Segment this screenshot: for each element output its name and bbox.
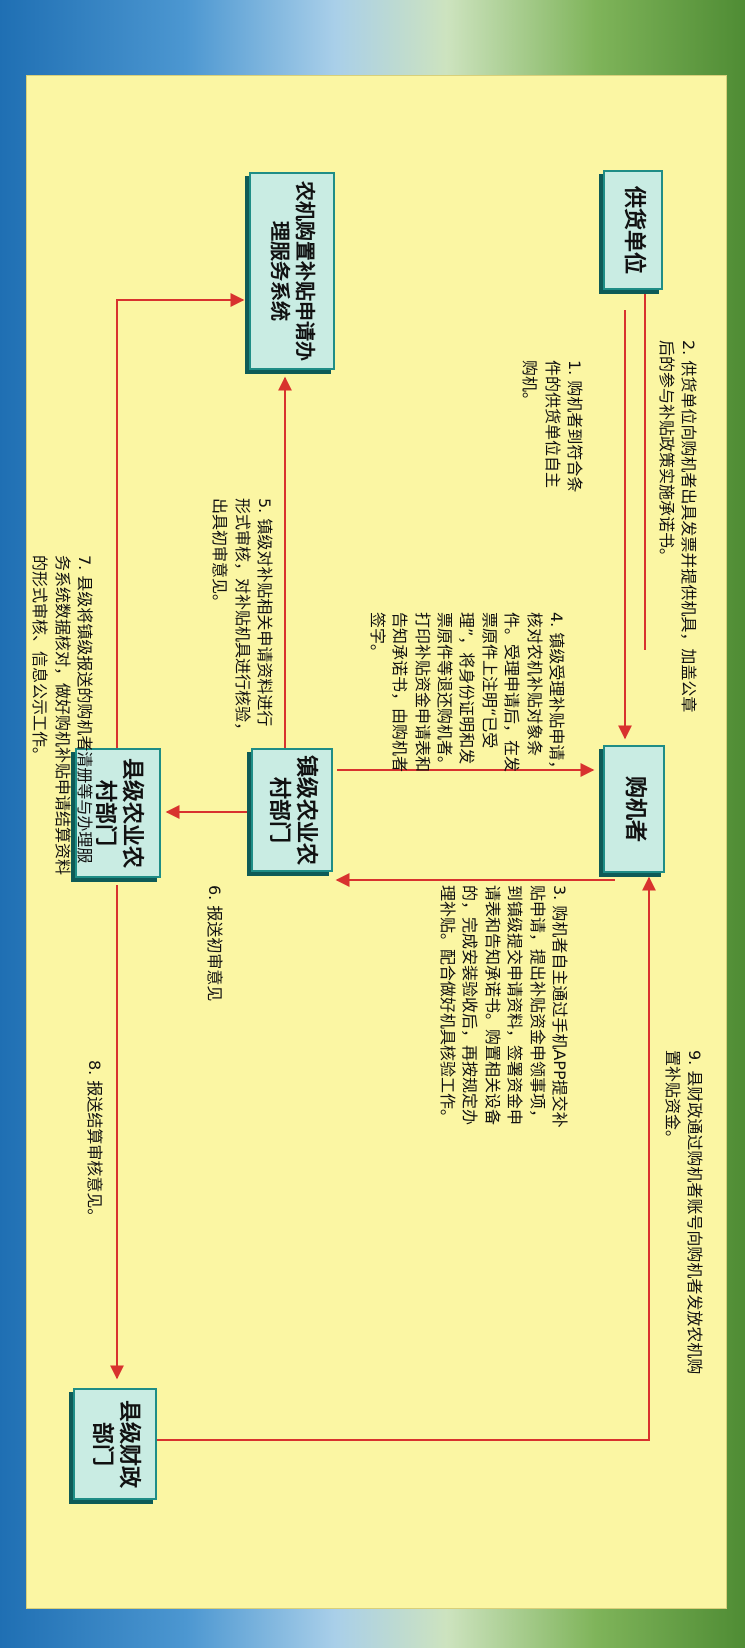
step-5: 5. 镇级对补贴相关申请资料进行形式审核，对补贴机具进行核验，出具初审意见。 bbox=[208, 498, 275, 740]
node-town: 镇级农业农村部门 bbox=[251, 748, 333, 872]
node-supplier: 供货单位 bbox=[603, 170, 663, 290]
node-buyer: 购机者 bbox=[603, 745, 665, 873]
step-6: 6. 报送初审意见 bbox=[203, 885, 225, 1005]
step-2: 2. 供货单位向购机者出具发票并提供机具，加盖公章后的参与补贴政策实施承诺书。 bbox=[654, 340, 699, 720]
node-system: 农机购置补贴申请办理服务系统 bbox=[249, 172, 335, 370]
step-1: 1. 购机者到符合条件的供货单位自主购机。 bbox=[518, 360, 585, 495]
step-7: 7. 县级将镇级报送的购机者清册等与办理服务系统数据核对，做好购机补贴申请结算资… bbox=[28, 555, 95, 875]
step-8: 8. 报送结算审核意见。 bbox=[83, 1060, 105, 1320]
arrow-finance-to-buyer bbox=[157, 878, 649, 1440]
step-3: 3. 购机者自主通过手机APP提交补贴申请，提出补贴资金申领事项，到镇级提交申请… bbox=[436, 885, 570, 1130]
step-4: 4. 镇级受理补贴申请，核对农机补贴对象条件。受理申请后，在发票原件上注明“已受… bbox=[365, 612, 567, 777]
step-9: 9. 县财政通过购机者账号向购机者发放农机购置补贴资金。 bbox=[660, 1050, 705, 1380]
node-county-finance: 县级财政部门 bbox=[73, 1388, 157, 1500]
